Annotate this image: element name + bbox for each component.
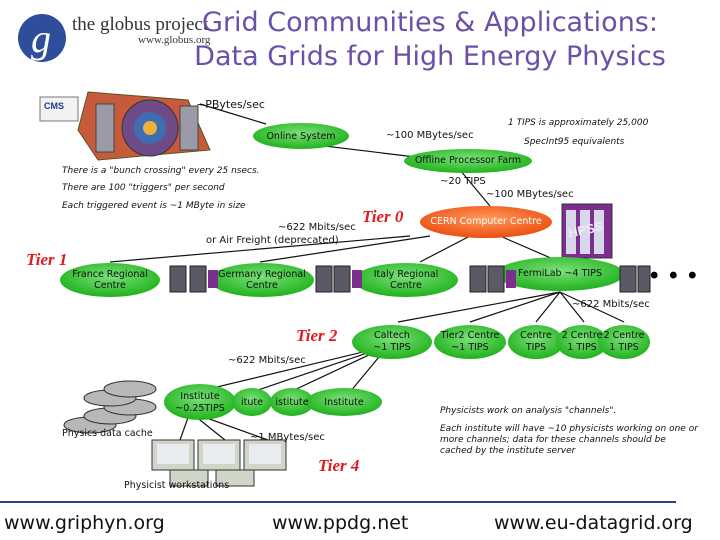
online-system-ellipse: [253, 123, 349, 149]
globus-logo-name: the globus project: [72, 14, 209, 35]
tier2-centre-label-line1: Tier2 Centre: [440, 330, 500, 341]
tier1-storage-icons: [208, 270, 516, 288]
institute-2-label: itute: [241, 397, 263, 408]
physics-data-cache-label: Physics data cache: [62, 428, 153, 439]
physicists-channels-note: Physicists work on analysis "channels".: [440, 406, 617, 416]
workstation-icons: [151, 439, 287, 487]
tips-note-line2: SpecInt95 equivalents: [524, 137, 625, 147]
cms-badge: CMS: [44, 101, 64, 111]
institute-ellipse-4: [306, 388, 382, 416]
physicist-workstations-label: Physicist workstations: [124, 480, 230, 491]
tips-note-line1: 1 TIPS is approximately 25,000: [508, 118, 649, 128]
hpss-icon: [561, 203, 613, 259]
institute-main-ellipse: [164, 384, 236, 420]
tier2-centre-2-line2: TIPS: [525, 342, 547, 353]
farm-rate: ~100 MBytes/sec: [486, 189, 574, 200]
event-size-note: Each triggered event is ~1 MByte in size: [62, 201, 246, 211]
online-to-offline-rate: ~100 MBytes/sec: [386, 130, 474, 141]
tier3-rate: ~1 MBytes/sec: [250, 432, 325, 443]
tier2-centre-ellipse-3: [556, 325, 608, 359]
caltech-ellipse: [352, 325, 432, 359]
footer-link-eu-datagrid[interactable]: www.eu-datagrid.org: [494, 512, 693, 534]
tier0-label: Tier 0: [362, 207, 404, 226]
germany-centre-label: Germany Regional Centre: [218, 269, 306, 291]
france-centre-ellipse: [60, 263, 160, 297]
tier2-centre-3-line1: 2 Centre: [561, 330, 603, 341]
tier0-link-rate: ~622 Mbits/sec: [278, 222, 356, 233]
tier1-label: Tier 1: [26, 250, 68, 269]
institute-3-label: istitute: [275, 397, 309, 408]
tier2-link-rate: ~622 Mbits/sec: [228, 355, 306, 366]
globus-logo-url: www.globus.org: [138, 34, 211, 46]
cern-label: CERN Computer Centre: [430, 216, 542, 227]
institute-ellipse-2: [232, 388, 272, 416]
data-cache-disks-icon: [63, 380, 157, 434]
footer-link-ppdg[interactable]: www.ppdg.net: [272, 512, 409, 534]
detector-rate: ~PBytes/sec: [196, 98, 265, 111]
fermilab-label: FermiLab ~4 TIPS: [518, 268, 602, 279]
tier2-label: Tier 2: [296, 326, 338, 345]
tier2-centre-ellipse: [434, 325, 506, 359]
tier4-label: Tier 4: [318, 456, 360, 475]
institute-main-label-line1: Institute: [180, 391, 220, 402]
caltech-label-line1: Caltech: [374, 330, 410, 341]
tier2-centre-label-line2: ~1 TIPS: [451, 342, 489, 353]
footer-link-griphyn[interactable]: www.griphyn.org: [4, 512, 165, 534]
svg-text:g: g: [31, 16, 51, 61]
tier1-server-icons: [169, 265, 651, 293]
caltech-label-line2: ~1 TIPS: [373, 342, 411, 353]
italy-centre-label: Italy Regional Centre: [373, 269, 439, 291]
bunch-crossing-note: There is a "bunch crossing" every 25 nse…: [62, 166, 260, 176]
online-system-label: Online System: [266, 131, 336, 142]
tier2-centre-ellipse-2: [508, 325, 564, 359]
tier2-centre-2-line1: Centre: [520, 330, 552, 341]
globus-logo-icon: g: [18, 14, 66, 62]
institute-main-label-line2: ~0.25TIPS: [175, 403, 225, 414]
institute-ellipse-3: [270, 388, 314, 416]
tier2-centre-4-line2: 1 TIPS: [609, 342, 639, 353]
tier2-centre-4-line1: 2 Centre: [603, 330, 645, 341]
fermilab-ellipse: [496, 257, 624, 291]
page-title-line1: Grid Communities & Applications:: [202, 7, 658, 38]
triggers-note: There are 100 "triggers" per second: [62, 183, 225, 193]
cern-ellipse: [420, 206, 552, 238]
france-centre-label: France Regional Centre: [72, 269, 148, 291]
tier1-link-rate: ~622 Mbits/sec: [572, 299, 650, 310]
more-centres-ellipsis: • • •: [650, 262, 699, 289]
page-title-line2: Data Grids for High Energy Physics: [194, 41, 666, 72]
offline-farm-ellipse: [404, 149, 532, 173]
italy-centre-ellipse: [354, 263, 458, 297]
tier0-link-rate-alt: or Air Freight (deprecated): [206, 235, 339, 246]
tier2-centre-3-line2: 1 TIPS: [567, 342, 597, 353]
institute-4-label: Institute: [324, 397, 364, 408]
tier2-centre-ellipse-4: [598, 325, 650, 359]
farm-tips: ~20 TIPS: [440, 176, 486, 187]
germany-centre-ellipse: [210, 263, 314, 297]
institute-caching-note: Each institute will have ~10 physicists …: [440, 424, 698, 456]
cms-detector-image: [39, 91, 211, 161]
offline-farm-label: Offline Processor Farm: [414, 155, 522, 166]
